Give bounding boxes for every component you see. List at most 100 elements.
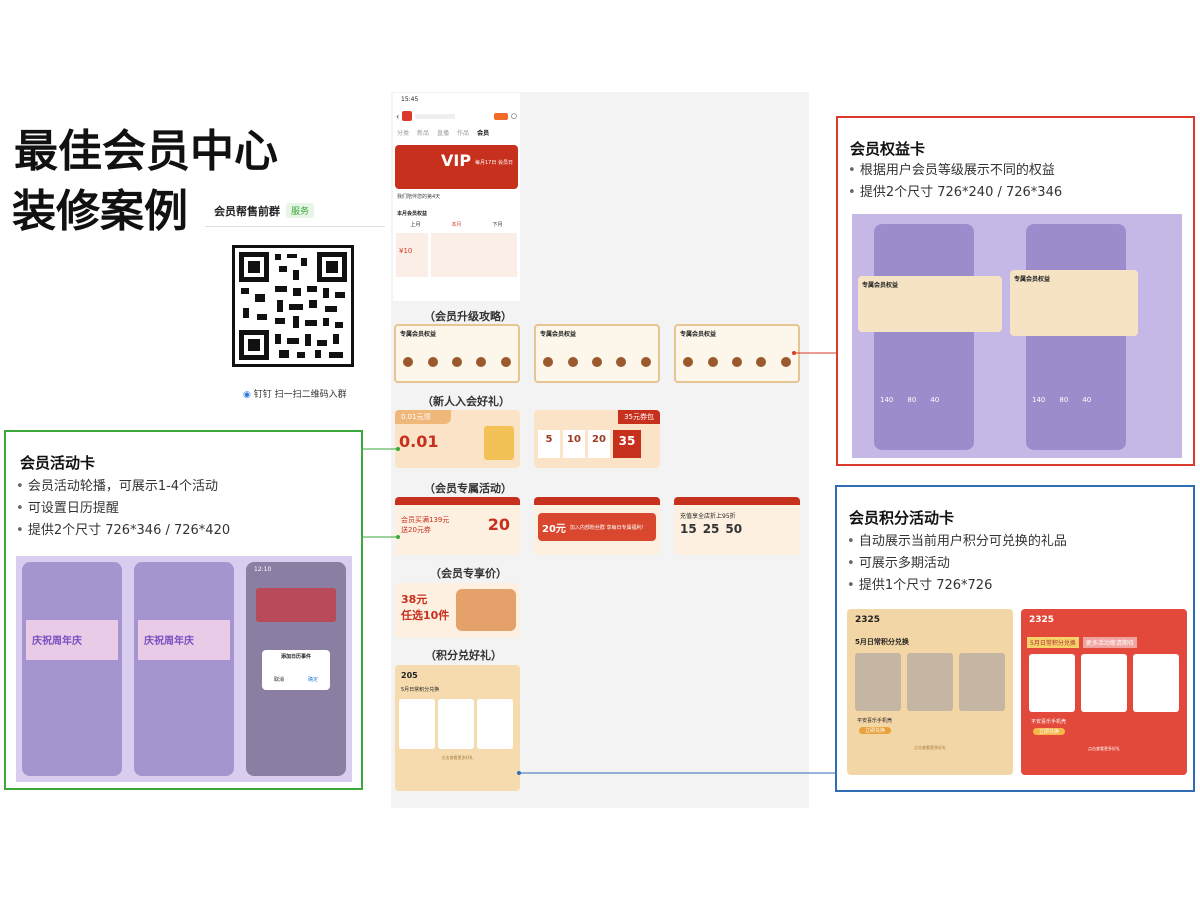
- gold-item-name: 平安喜乐手机壳: [857, 718, 893, 724]
- tab-member[interactable]: 会员: [477, 130, 490, 137]
- dialog-cancel[interactable]: 取消: [273, 677, 284, 683]
- month-rights-title: 本月会员权益: [397, 211, 428, 217]
- scan-text: 钉钉 扫一扫二维码入群: [253, 390, 347, 400]
- store-logo: [402, 111, 413, 121]
- icon-e: [780, 357, 791, 367]
- newgift-fries: [484, 426, 514, 460]
- points-card[interactable]: 205 5月日常积分兑换 点击查看更多好礼: [395, 665, 520, 791]
- red-redeem[interactable]: 立即兑换: [1033, 728, 1065, 735]
- phone-case-1: [855, 653, 901, 711]
- points-title: 5月日常积分兑换: [401, 687, 440, 693]
- store-header: ‹ ○: [393, 106, 520, 126]
- coupon-row: 5 10 20 35: [534, 410, 660, 458]
- icon-a: [543, 357, 554, 367]
- points-bullet-3: 提供1个尺寸 726*726: [847, 575, 993, 597]
- activity-bullet-1: 会员活动轮播，可展示1-4个活动: [16, 476, 218, 498]
- newgift-card-2[interactable]: 35元券包 5 10 20 35: [534, 410, 660, 468]
- month-current[interactable]: 本月: [451, 222, 462, 228]
- icon-a: [683, 357, 694, 367]
- red-more-tab[interactable]: 更多活动敬请期待: [1082, 637, 1137, 648]
- points-items: [395, 693, 520, 755]
- store-tabs: 分类 新品 直播 作品 会员: [393, 126, 520, 139]
- icon-b: [707, 357, 718, 367]
- activity-big: 20: [487, 515, 510, 534]
- gold-points: 2325: [855, 615, 881, 625]
- back-icon[interactable]: ‹: [396, 111, 400, 121]
- rights-values-1: 140 80 40: [880, 396, 939, 404]
- activity-card-2[interactable]: 20元 加入内部粉丝群 享每日专属福利!: [534, 497, 660, 555]
- dialog-ok[interactable]: 确定: [307, 677, 318, 683]
- rv-80: 80: [1059, 396, 1069, 404]
- rights-bullet-2: 提供2个尺寸 726*240 / 726*346: [848, 182, 1062, 204]
- activity-phone-1: 庆祝周年庆: [22, 562, 122, 776]
- activity-c3-text: 充值享全店折上95折: [680, 513, 736, 520]
- activity-card-3[interactable]: 充值享全店折上95折 15 25 50: [674, 497, 800, 555]
- coupon-20: 20: [588, 430, 610, 458]
- tab-category[interactable]: 分类: [397, 130, 410, 137]
- icon-c: [731, 357, 742, 367]
- tab-works[interactable]: 作品: [457, 130, 470, 137]
- headline-line2: 装修案例: [12, 186, 188, 237]
- rights-card: 会员权益卡 根据用户会员等级展示不同的权益 提供2个尺寸 726*240 / 7…: [836, 116, 1195, 466]
- points-bullet-2: 可展示多期活动: [847, 553, 950, 575]
- headline-divider: [205, 226, 385, 227]
- upgrade-card-title: 专属会员权益: [400, 331, 437, 338]
- red-month-tab[interactable]: 5月日常积分兑换: [1027, 637, 1079, 648]
- newgift-top2: 35元券包: [618, 410, 660, 424]
- upgrade-card-1[interactable]: 专属会员权益: [394, 324, 520, 383]
- section-newgift: （新人入会好礼）: [422, 395, 510, 408]
- price-line2: 任选10件: [401, 609, 450, 622]
- search-icon[interactable]: ○: [510, 112, 517, 120]
- icon-b: [567, 357, 578, 367]
- phone-case-r3: [1133, 654, 1179, 712]
- gift-box: [256, 588, 336, 622]
- upgrade-card-2[interactable]: 专属会员权益: [534, 324, 660, 383]
- price-card[interactable]: 38元 任选10件: [395, 583, 520, 638]
- gold-redeem[interactable]: 立即兑换: [859, 727, 891, 734]
- qr-code[interactable]: [232, 245, 354, 367]
- activity-card-1[interactable]: 会员买满139元 送20元券 20: [395, 497, 520, 555]
- month-prev[interactable]: 上月: [410, 222, 421, 228]
- rv-40: 40: [930, 396, 940, 404]
- activity-banner-1: 庆祝周年庆: [26, 620, 118, 660]
- red-items: [1021, 652, 1187, 714]
- activity-text2: 送20元券: [401, 526, 431, 534]
- vip-date: 每月17日 会员日: [475, 160, 513, 166]
- phone-case-r1: [1029, 654, 1075, 712]
- value-25: 25: [702, 522, 720, 536]
- gold-month: 5月日常积分兑换: [855, 638, 909, 646]
- follow-button[interactable]: [493, 112, 508, 120]
- upgrade-icons: [676, 357, 798, 367]
- rights-panel-2: 专属会员权益: [1010, 270, 1138, 336]
- tab-new[interactable]: 新品: [417, 130, 430, 137]
- newgift-price: 0.01: [399, 432, 439, 451]
- activity-c2-text: 加入内部粉丝群 享每日专属福利!: [569, 524, 644, 531]
- rights-phone-2: [1026, 224, 1126, 450]
- icon-c: [451, 357, 462, 367]
- icon-a: [403, 357, 414, 367]
- value-15: 15: [680, 522, 697, 536]
- red-tabs: 5月日常积分兑换 更多活动敬请期待: [1021, 627, 1187, 652]
- coupon-35: 35: [613, 430, 641, 458]
- rights-bullet-1: 根据用户会员等级展示不同的权益: [848, 160, 1055, 182]
- icon-d: [756, 357, 767, 367]
- newgift-card-1[interactable]: 0.01元领 0.01: [395, 410, 520, 468]
- rights-panel-title: 专属会员权益: [1014, 276, 1051, 283]
- rights-panel-title: 专属会员权益: [862, 282, 899, 289]
- vip-banner: VIP 每月17日 会员日: [395, 145, 518, 189]
- gold-footer: 点击查看更多好礼: [914, 745, 946, 750]
- coupon-price-box: ¥10: [396, 233, 428, 277]
- red-item-name: 平安喜乐手机壳: [1031, 719, 1067, 725]
- icon-e: [500, 357, 511, 367]
- calendar-dialog: 添加日历事件 取消 确定: [262, 650, 330, 690]
- points-value: 205: [401, 671, 418, 680]
- rv-140: 140: [880, 396, 894, 404]
- activity-phone-time: 12:10: [254, 566, 272, 573]
- month-next[interactable]: 下月: [492, 222, 503, 228]
- status-time: 15:45: [401, 96, 419, 103]
- tab-live[interactable]: 直播: [437, 130, 450, 137]
- points-panel-title: 会员积分活动卡: [849, 509, 955, 527]
- gold-items: [847, 651, 1013, 713]
- activity-topbar: [395, 497, 520, 505]
